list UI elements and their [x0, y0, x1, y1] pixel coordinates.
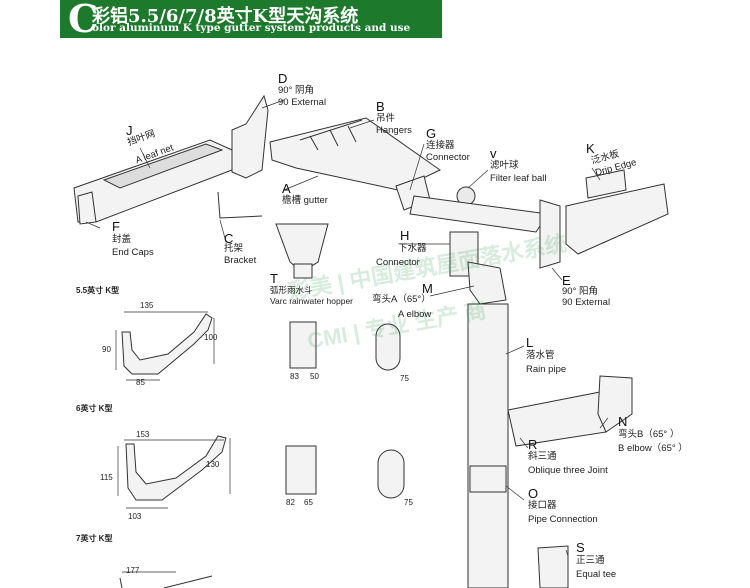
pipe-connection-o [469, 465, 507, 493]
elbow-m [467, 261, 507, 305]
drip-edge-k [585, 169, 627, 199]
size-55-bottom-dim: 85 [136, 378, 145, 387]
equal-tee-s [537, 545, 569, 588]
part-t-en: Varc rainwater hopper [270, 296, 353, 306]
bracket-c [217, 191, 263, 219]
part-e-cn: 90° 阳角 [562, 286, 599, 297]
header-banner: C 彩铝5.5/6/7/8英寸K型天沟系统 olor aluminum K ty… [0, 0, 750, 38]
corner-e [539, 199, 561, 269]
part-c-letter: C [224, 231, 234, 246]
square-pipe-55 [289, 321, 317, 369]
part-t-cn: 弧形雨水斗 [270, 285, 313, 295]
size-6-label: 6英寸 K型 [76, 404, 113, 413]
part-v-letter: v [490, 146, 497, 161]
part-o-cn: 接口器 [528, 500, 557, 511]
size-55-left-dim: 90 [102, 345, 111, 354]
profile-7 [119, 575, 213, 588]
part-a-cn: 檐槽 gutter [282, 195, 328, 206]
size-7-top-dim: 177 [126, 566, 140, 575]
part-d-letter: D [278, 71, 288, 86]
leader-lines [85, 99, 609, 557]
header-title: 彩铝5.5/6/7/8英寸K型天沟系统 [92, 6, 359, 27]
part-b-cn: 吊件 [376, 113, 396, 124]
part-d-cn: 90° 阴角 [278, 85, 315, 96]
part-s-letter: S [576, 540, 585, 555]
part-j-letter: J [126, 123, 133, 138]
size-6-pipe-a-dim: 82 [286, 498, 295, 507]
size-6-bottom-dim: 103 [128, 512, 142, 521]
part-d-en: 90 External [278, 97, 327, 108]
part-h-en: Connector [376, 257, 420, 268]
part-r-en: Oblique three Joint [528, 465, 608, 476]
part-l-cn: 落水管 [526, 350, 555, 361]
part-r-cn: 斜三通 [528, 451, 557, 462]
size-6-right-dim: 130 [206, 460, 220, 469]
part-g-en: Connector [426, 152, 470, 163]
size-6-pipe-b-dim: 65 [304, 498, 313, 507]
size-6-round-dim: 75 [404, 498, 413, 507]
part-c-en: Bracket [224, 255, 257, 266]
part-n-cn: 弯头B（65° ） [618, 429, 680, 440]
part-n-letter: N [618, 414, 628, 429]
header-green-bar [60, 0, 442, 38]
part-m-cn: 弯头A（65°） [372, 294, 431, 305]
hanger-b [299, 119, 363, 151]
part-e-en: 90 External [562, 297, 611, 308]
part-s-en: Equal tee [576, 569, 617, 580]
size-6-top-dim: 153 [136, 430, 150, 439]
size-7-label: 7英寸 K型 [76, 534, 113, 543]
part-v-en: Filter leaf ball [490, 173, 547, 184]
part-a-letter: A [282, 181, 291, 196]
square-pipe-6 [285, 445, 317, 495]
part-l-letter: L [526, 335, 534, 350]
size-55-right-dim: 100 [204, 333, 218, 342]
size-55-pipe-b-dim: 50 [310, 372, 319, 381]
part-h-cn: 下水器 [398, 243, 427, 254]
round-pipe-55 [375, 323, 401, 371]
part-f-letter: F [112, 219, 120, 234]
profile-55 [121, 313, 213, 375]
rain-pipe-l [467, 303, 509, 588]
size-55-pipe-a-dim: 83 [290, 372, 299, 381]
part-c-cn: 托架 [224, 243, 244, 254]
part-s-cn: 正三通 [576, 555, 605, 566]
size-55-top-dim: 135 [140, 301, 154, 310]
part-h-letter: H [400, 228, 410, 243]
part-f-en: End Caps [112, 247, 154, 258]
part-b-letter: B [376, 99, 385, 114]
part-f-cn: 封盖 [112, 234, 132, 245]
part-o-en: Pipe Connection [528, 514, 598, 525]
size-6-left-dim: 115 [100, 473, 113, 482]
part-g-cn: 连接器 [426, 140, 455, 151]
part-m-letter: M [422, 281, 433, 296]
part-m-en: A elbow [398, 309, 432, 320]
part-t-letter: T [270, 271, 278, 286]
part-r-letter: R [528, 437, 538, 452]
part-k-letter: K [586, 141, 595, 156]
size-55-round-dim: 75 [400, 374, 409, 383]
elbow-n [597, 375, 633, 433]
profile-6 [125, 435, 227, 501]
part-e-letter: E [562, 273, 571, 288]
oblique-tee-r [507, 391, 607, 447]
part-n-en: B elbow（65° ） [618, 443, 688, 454]
gutter-right [409, 195, 549, 233]
end-cap-f [77, 191, 97, 225]
gutter-k [565, 183, 669, 255]
dimension-lines [115, 311, 231, 573]
part-l-en: Rain pipe [526, 364, 567, 375]
part-b-en: Hangers [376, 125, 412, 136]
round-pipe-6 [377, 449, 405, 499]
part-o-letter: O [528, 486, 539, 501]
header-subtitle: olor aluminum K type gutter system produ… [92, 22, 411, 34]
header-big-letter: C [68, 0, 99, 41]
part-g-letter: G [426, 126, 437, 141]
part-v-cn: 滤叶球 [490, 160, 519, 171]
size-55-label: 5.5英寸 K型 [76, 286, 120, 295]
corner-d [231, 94, 269, 179]
